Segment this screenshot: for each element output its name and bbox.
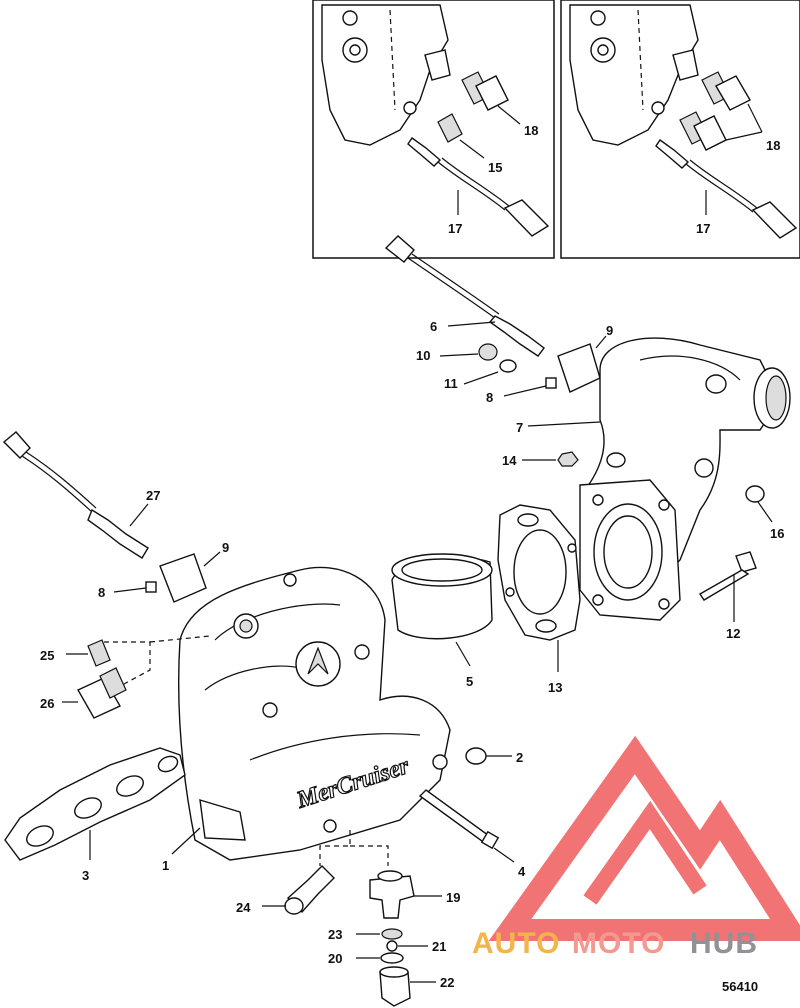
screw-8-upper: 8 [486,377,557,405]
inset-left-manifold [321,4,451,146]
inset-left-plug-15: 15 [437,113,502,175]
inset-left-fitting-18: 18 [461,71,538,138]
leader-dashed-to-manifold [149,635,211,643]
callout-3: 3 [82,868,89,883]
bolt-12: 12 [699,551,757,641]
nut-14: 14 [502,451,579,468]
sleeve-5: 5 [391,553,493,689]
callout-17-left: 17 [448,221,462,236]
callout-2: 2 [516,750,523,765]
callout-18-left: 18 [524,123,538,138]
callout-25: 25 [40,648,54,663]
ball-21: 21 [386,939,446,954]
watermark-logo-mark [488,735,800,941]
inset-right-manifold [569,4,699,146]
watermark-moto-text: MOTO [572,927,665,960]
plug-25: 25 [40,639,111,667]
callout-22: 22 [440,975,454,990]
callout-18-right: 18 [766,138,780,153]
tee-19: 19 [369,870,460,919]
inset-right-fittings-18: 18 [679,71,780,153]
callout-15: 15 [488,160,502,175]
callout-1: 1 [162,858,169,873]
watermark-hub-text: HUB [690,927,758,960]
callout-8-upper: 8 [486,390,493,405]
watermark-auto-text: AUTO [472,927,560,960]
callout-16: 16 [770,526,784,541]
inset-box-right [560,0,800,259]
inset-box-left [312,0,555,259]
callout-23: 23 [328,927,342,942]
callout-24: 24 [236,900,251,915]
leader-dashed-25-26 [104,641,151,685]
inset-right-sensor-17: 17 [655,139,798,239]
callout-14: 14 [502,453,517,468]
inset-left-sensor-17: 17 [407,137,550,237]
callout-20: 20 [328,951,342,966]
callout-10: 10 [416,348,430,363]
callout-4: 4 [518,864,526,879]
oring-20: 20 [328,951,404,966]
screw-8-lower: 8 [98,581,157,600]
callout-13: 13 [548,680,562,695]
callout-19: 19 [446,890,460,905]
diagram-number: 56410 [722,979,758,994]
callout-6: 6 [430,319,437,334]
elbow-24: 24 [236,865,335,915]
plug-23: 23 [328,927,403,942]
gasket-3: 3 [4,747,186,883]
exhaust-manifold-1: MerCruiser 1 [162,566,451,873]
callout-9-upper: 9 [606,323,613,338]
automotohub-watermark: AUTO MOTO HUB [472,735,800,960]
callout-9-lower: 9 [222,540,229,555]
stud-4: 4 [418,789,526,879]
plug-16: 16 [745,485,784,541]
callout-21: 21 [432,939,446,954]
sensor-6: 6 [384,235,545,357]
callout-7: 7 [516,420,523,435]
washer-11: 11 [444,359,517,391]
gasket-13: 13 [497,504,581,695]
plug-10: 10 [416,343,498,363]
plug-2: 2 [465,747,523,765]
cap-22: 22 [379,966,454,1007]
leader-dashed-drain [319,830,389,866]
fitting-26: 26 [40,667,127,719]
callout-26: 26 [40,696,54,711]
sensor-27: 27 [2,431,160,559]
callout-5: 5 [466,674,473,689]
elbow-flange [579,479,681,621]
shield-9-lower: 9 [159,540,229,603]
callout-17-right: 17 [696,221,710,236]
callout-8-lower: 8 [98,585,105,600]
callout-11: 11 [444,376,458,391]
callout-27: 27 [146,488,160,503]
callout-12: 12 [726,626,740,641]
